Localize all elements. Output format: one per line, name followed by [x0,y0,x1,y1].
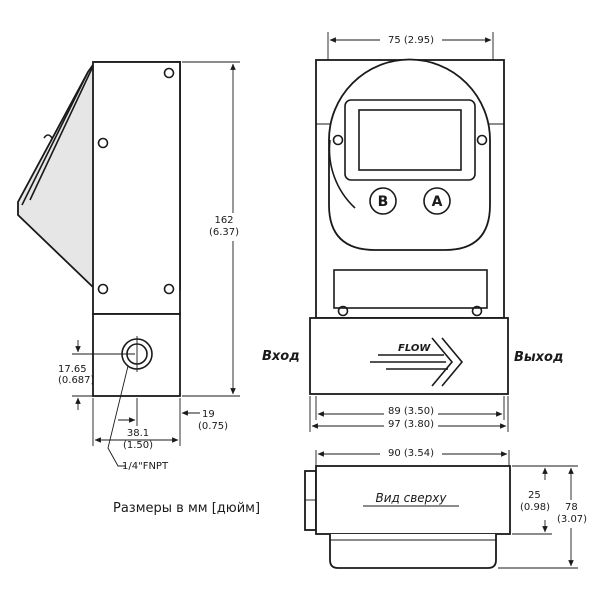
outlet-label: Выход [514,350,563,365]
port-width-in: (1.50) [123,440,153,451]
port-height-mm: 17.65 [58,364,87,375]
display-bezel [328,58,491,251]
inlet-label: Вход [262,349,300,364]
front-inner-width: 89 (3.50) [388,406,434,417]
screw-icon [97,283,109,295]
side-depth-mm: 19 [202,409,215,420]
button-a-label: A [432,194,443,210]
top-width-dimension: 75 (2.95) [388,35,434,46]
side-view-body [92,61,181,315]
nameplate [333,269,488,309]
side-view-fitting-block [92,313,181,397]
display-screen [344,99,476,181]
port-width-mm: 38.1 [127,428,149,439]
side-view: 162 (6.37) 17.65 (0.687) 38.1 (1.50) 19 … [17,61,248,472]
top-height-total-mm: 78 [565,502,578,513]
screw-icon [163,283,175,295]
flow-block [309,317,509,395]
screw-icon [163,67,175,79]
flow-arrow-icon [431,337,464,387]
front-view: 75 (2.95) B A FLOW Вход Выход [262,32,563,432]
top-height-small-in: (0.98) [520,502,550,513]
units-note: Размеры в мм [дюйм] [113,501,260,516]
port-height-in: (0.687) [58,375,95,386]
button-a-icon [423,187,451,215]
screw-icon [476,134,488,146]
screw-icon [471,305,483,317]
screw-icon [97,137,109,149]
side-depth-in: (0.75) [198,421,228,432]
port-thread-label: 1/4"FNPT [122,461,169,472]
top-view-body [315,465,511,535]
height-dimension-in: (6.37) [209,227,239,238]
flow-label: FLOW [398,343,431,354]
button-b-label: B [378,194,389,210]
top-height-small-mm: 25 [528,490,541,501]
top-view-width: 90 (3.54) [388,448,434,459]
screw-icon [332,134,344,146]
top-height-total-in: (3.07) [557,514,587,525]
front-outer-width: 97 (3.80) [388,419,434,430]
top-view-left-tab [304,470,317,531]
top-view-display-housing [329,534,497,569]
top-view: 90 (3.54) Вид сверху 25 (0.98) 78 (3.07) [304,446,596,569]
height-dimension-mm: 162 [214,215,233,226]
top-view-label: Вид сверху [375,491,447,505]
button-b-icon [369,187,397,215]
screw-icon [337,305,349,317]
